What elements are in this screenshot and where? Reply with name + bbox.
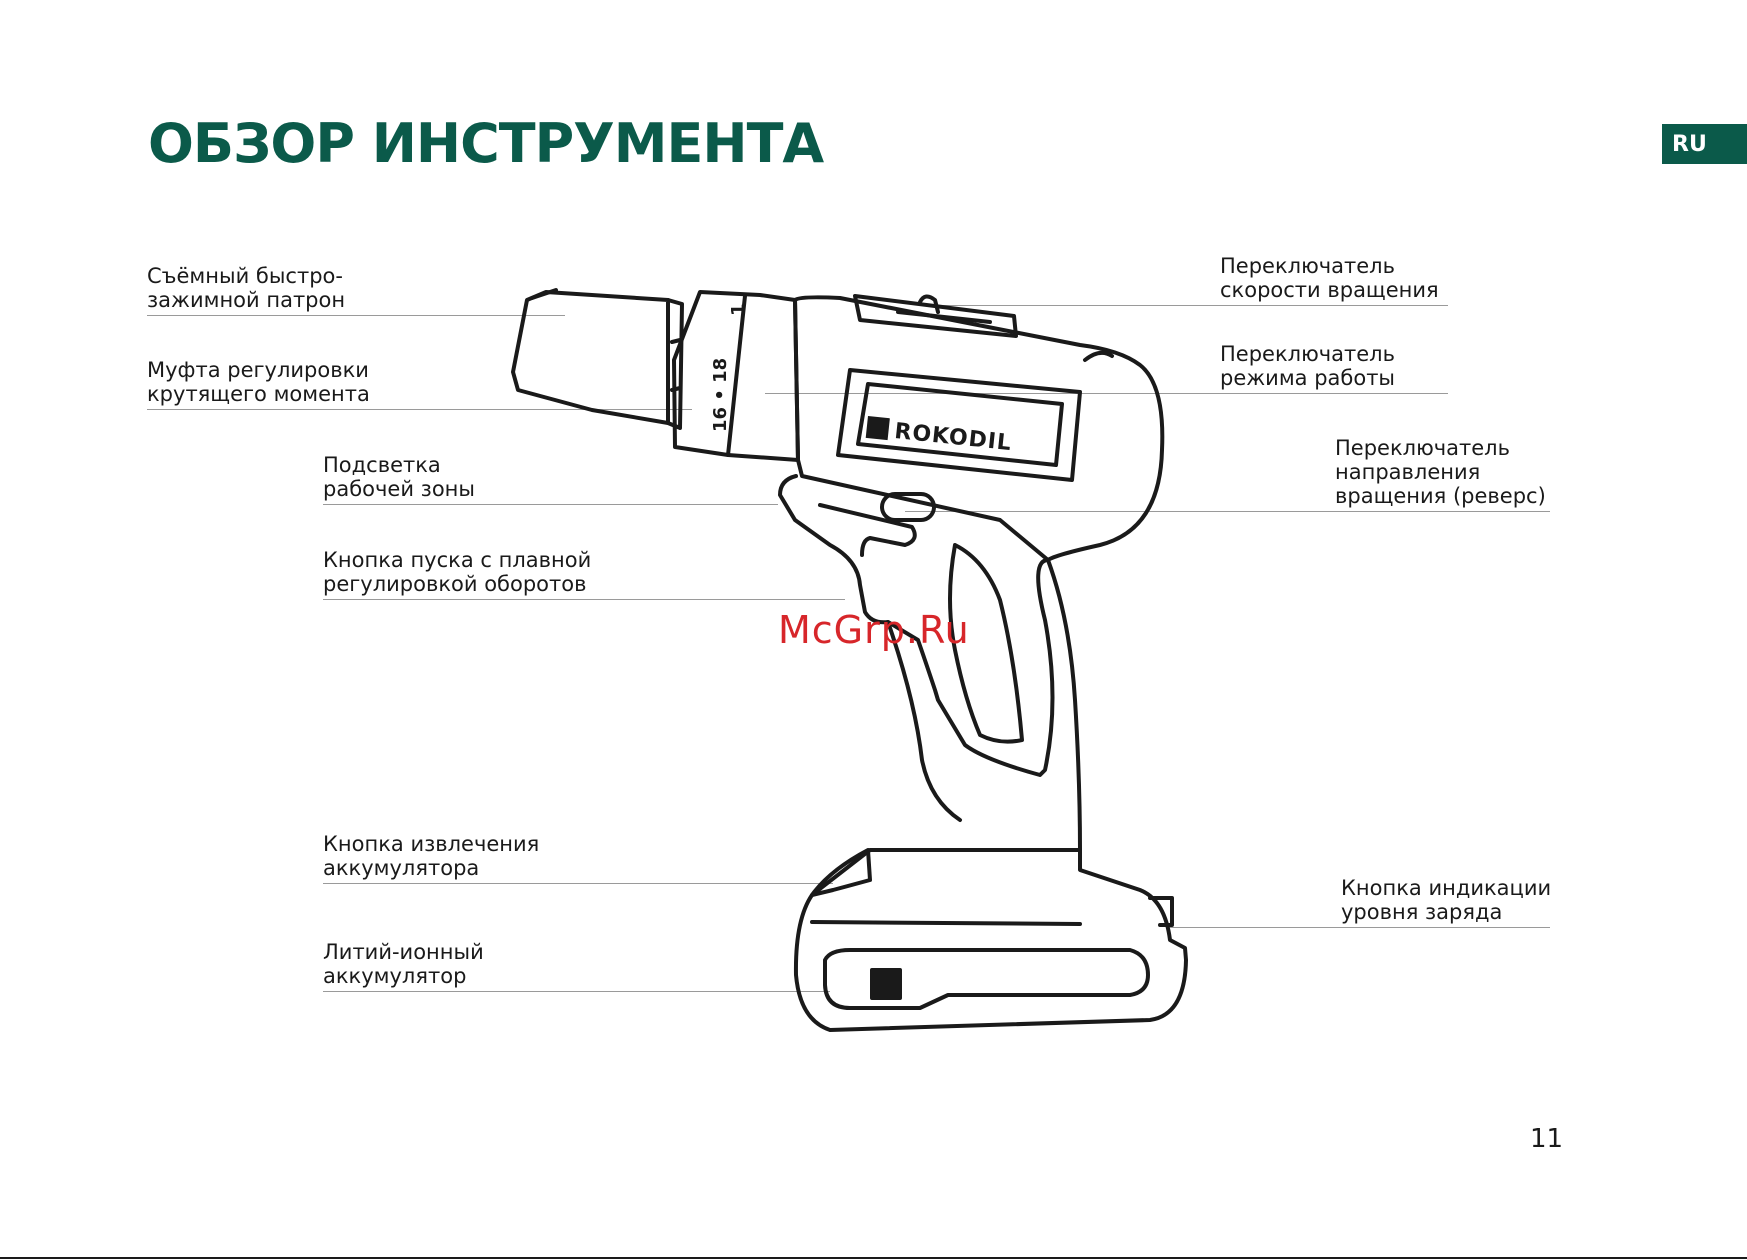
language-tab: RU: [1662, 124, 1747, 164]
battery-window: [823, 948, 1150, 1010]
leader-battery: [323, 991, 830, 992]
callout-reverse-switch: Переключатель направления вращения (реве…: [1335, 436, 1546, 508]
leader-chuck: [147, 315, 565, 316]
chuck-nose-edge: [530, 288, 558, 300]
leader-speed-switch: [935, 305, 1448, 306]
reverse-switch-button: [880, 492, 936, 522]
watermark: McGrp.Ru: [778, 608, 970, 652]
callout-work-light-line-1: Подсветка: [323, 453, 441, 477]
callout-reverse-switch-line-1: Переключатель: [1335, 436, 1510, 460]
callout-trigger-line-2: регулировкой оборотов: [323, 572, 587, 596]
battery-pack: [793, 848, 1188, 1032]
trigger-guard: [778, 474, 1055, 777]
drill-chuck: [511, 290, 670, 425]
brand-plate-inner: [856, 382, 1064, 467]
callout-battery-line-2: аккумулятор: [323, 964, 467, 988]
callout-speed-switch-line-1: Переключатель: [1220, 254, 1395, 278]
bottom-rule: [0, 1257, 1747, 1259]
leader-battery-release: [323, 883, 833, 884]
battery-charge-indicator: [1148, 896, 1174, 927]
leader-charge-indicator: [1166, 927, 1550, 928]
clutch-mark-top: 1: [728, 303, 749, 316]
callout-mode-switch: Переключатель режима работы: [1220, 342, 1395, 390]
callout-work-light: Подсветка рабочей зоны: [323, 453, 475, 501]
leader-torque-clutch: [147, 409, 692, 410]
handle-grip-front: [886, 620, 962, 822]
brand-plate-outer: [836, 368, 1082, 482]
callout-torque-clutch-line-2: крутящего момента: [147, 382, 370, 406]
callout-torque-clutch-line-1: Муфта регулировки: [147, 358, 369, 382]
brand-mark: [865, 416, 890, 441]
battery-top-edge: [810, 920, 1082, 926]
callout-work-light-line-2: рабочей зоны: [323, 477, 475, 501]
callout-mode-switch-line-1: Переключатель: [1220, 342, 1395, 366]
callout-trigger: Кнопка пуска с плавной регулировкой обор…: [323, 548, 591, 596]
speed-switch-housing: [853, 294, 1018, 338]
leader-work-light: [323, 504, 778, 505]
callout-charge-indicator-line-1: Кнопка индикации: [1341, 876, 1552, 900]
speed-switch-knob: [918, 294, 940, 314]
page-number: 11: [1530, 1124, 1564, 1154]
clutch-mark-middle: 16 • 18: [710, 358, 731, 432]
callout-chuck: Съёмный быстро- зажимной патрон: [147, 264, 345, 312]
clutch-band: [726, 294, 747, 457]
leader-mode-switch: [765, 393, 1448, 394]
callout-reverse-switch-line-3: вращения (реверс): [1335, 484, 1546, 508]
callout-charge-indicator: Кнопка индикации уровня заряда: [1341, 876, 1551, 924]
callout-trigger-line-1: Кнопка пуска с плавной: [323, 548, 592, 572]
speed-switch-slot: [896, 310, 992, 324]
callout-battery-release-line-1: Кнопка извлечения: [323, 832, 540, 856]
callout-chuck-line-2: зажимной патрон: [147, 288, 346, 312]
battery-release-button: [810, 848, 872, 897]
trigger: [818, 503, 917, 557]
leader-reverse-switch: [905, 511, 1550, 512]
callout-battery-release-line-2: аккумулятора: [323, 856, 480, 880]
callout-torque-clutch: Муфта регулировки крутящего момента: [147, 358, 370, 406]
callout-speed-switch: Переключатель скорости вращения: [1220, 254, 1439, 302]
callout-battery-line-1: Литий-ионный: [323, 940, 484, 964]
page-title: ОБЗОР ИНСТРУМЕНТА: [148, 112, 824, 175]
callout-battery-release: Кнопка извлечения аккумулятора: [323, 832, 539, 880]
handle-grip-back: [1046, 558, 1082, 852]
callout-charge-indicator-line-2: уровня заряда: [1341, 900, 1503, 924]
callout-battery: Литий-ионный аккумулятор: [323, 940, 484, 988]
callout-reverse-switch-line-2: направления: [1335, 460, 1481, 484]
brand-logo: ROKODIL: [865, 416, 1013, 456]
housing-rear-bump: [1083, 350, 1114, 362]
callout-mode-switch-line-2: режима работы: [1220, 366, 1396, 390]
callout-speed-switch-line-2: скорости вращения: [1220, 278, 1439, 302]
battery-logo: [870, 968, 902, 1000]
torque-clutch: [672, 290, 800, 462]
leader-trigger: [323, 599, 845, 600]
callout-chuck-line-1: Съёмный быстро-: [147, 264, 343, 288]
handle-grip-inner: [948, 543, 1024, 744]
